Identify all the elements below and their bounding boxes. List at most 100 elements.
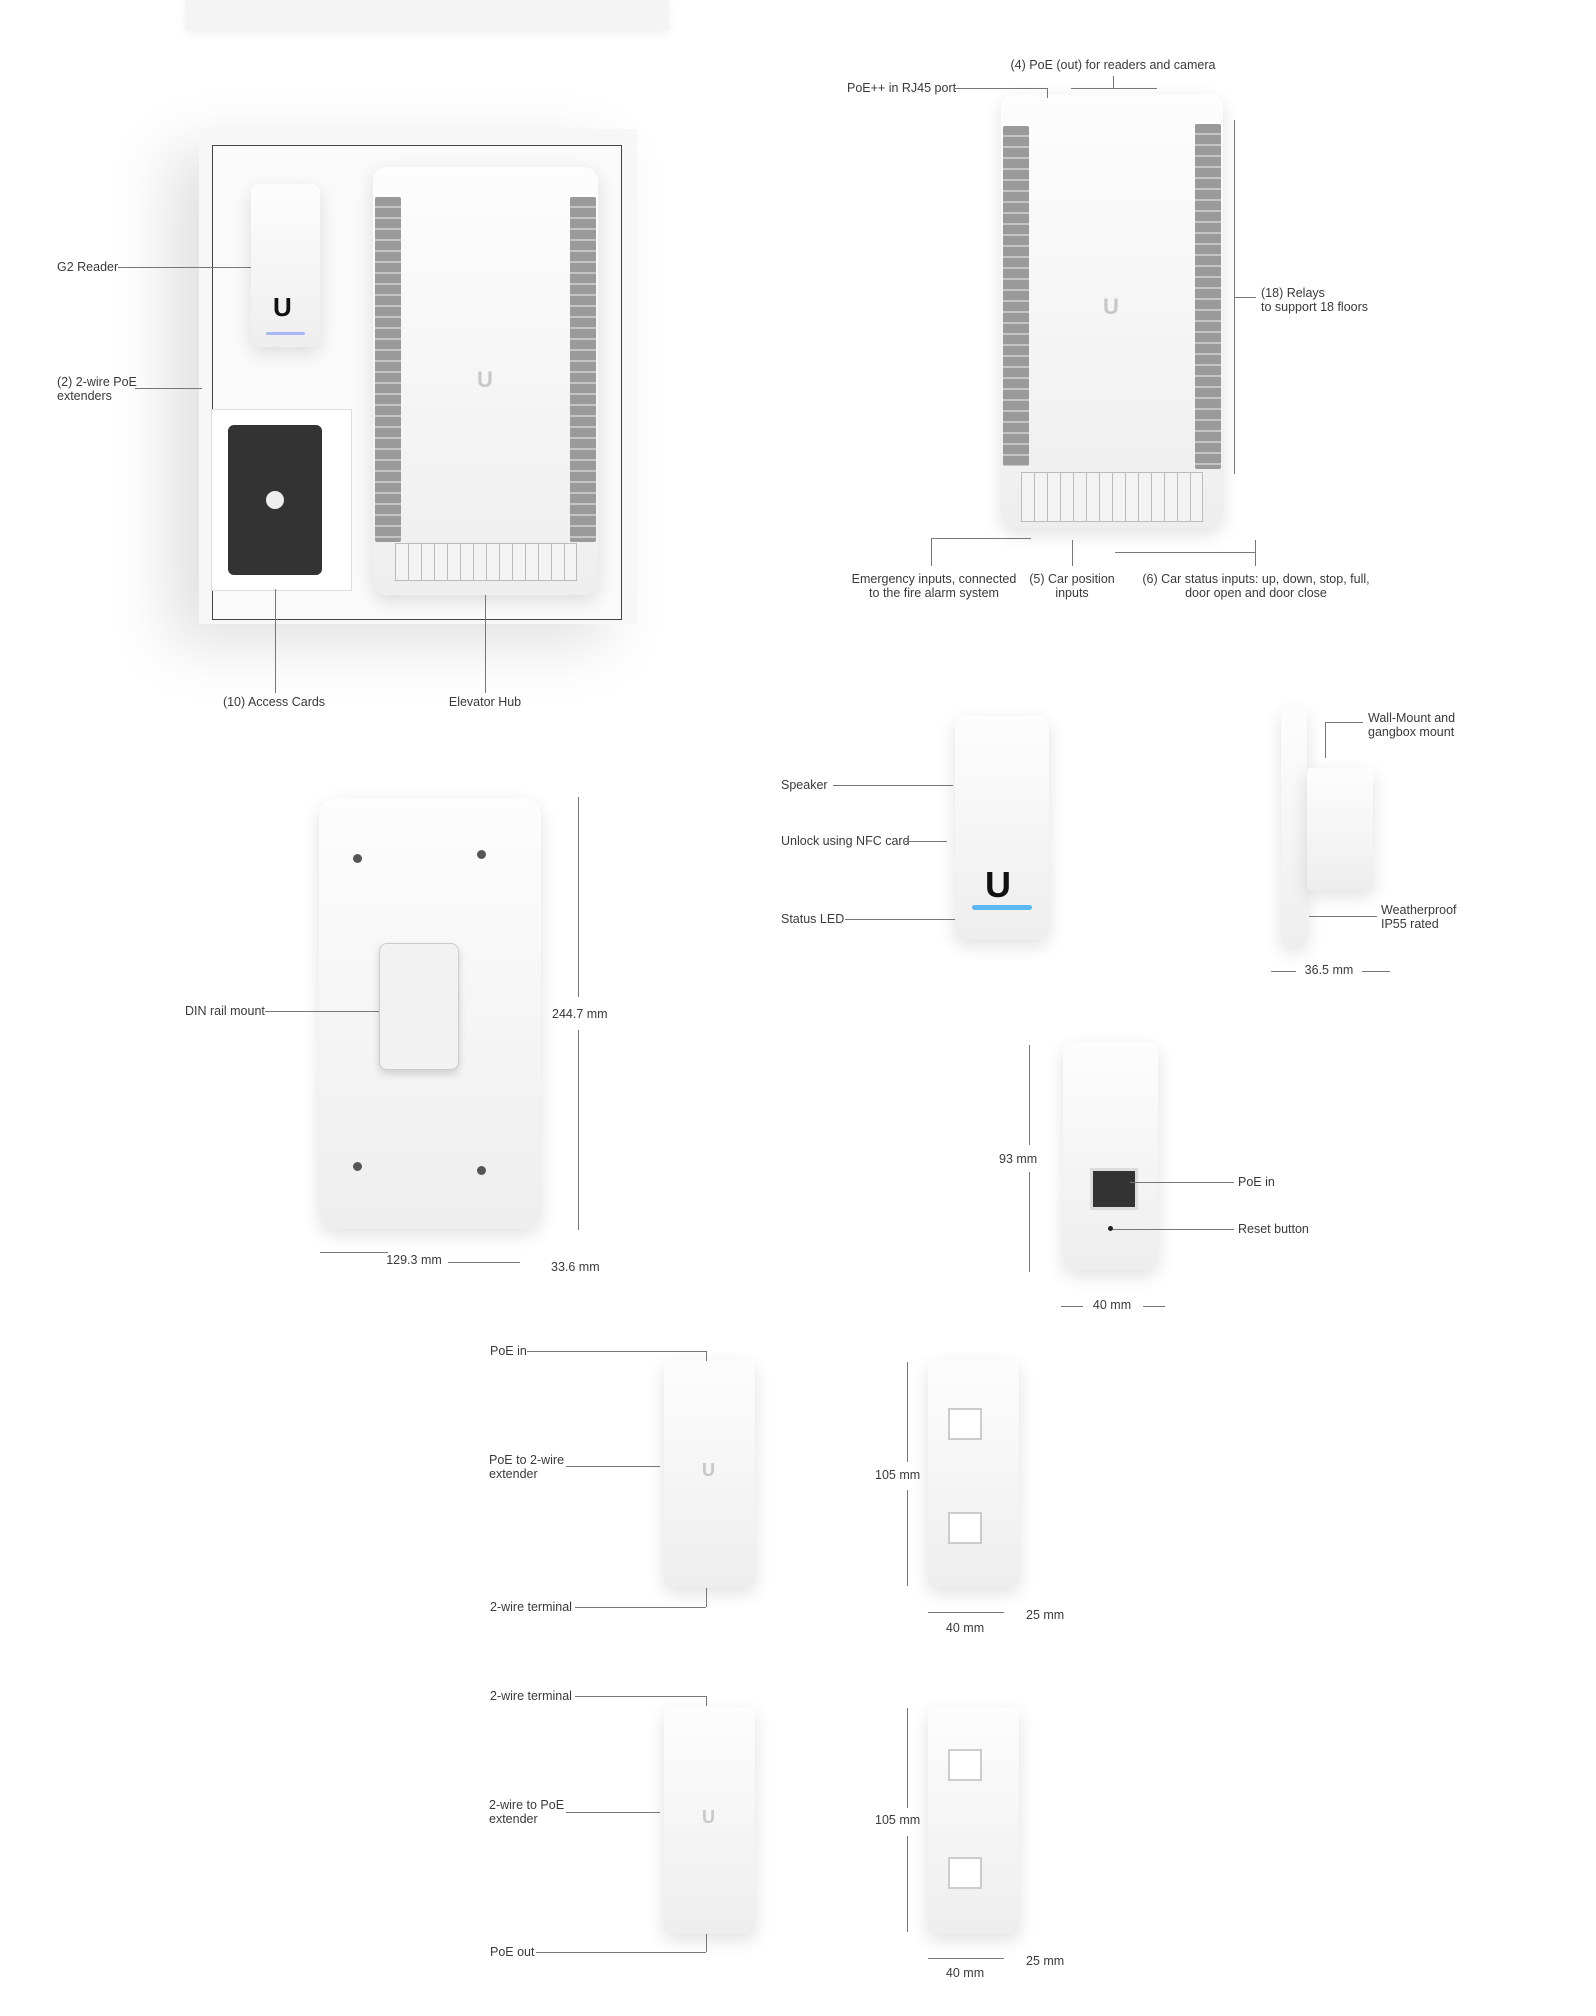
label-line: gangbox mount	[1368, 725, 1455, 739]
label-poe-out: PoE out	[490, 1945, 535, 1959]
logo: U	[273, 292, 292, 322]
label-line: (2) 2-wire PoE	[57, 375, 137, 389]
leader-line	[1071, 88, 1157, 89]
leader-line	[845, 919, 955, 920]
leader-line	[485, 595, 486, 693]
leader-line	[1115, 552, 1255, 553]
leader-line	[527, 1351, 706, 1352]
label-line: (5) Car position	[1029, 572, 1115, 586]
left-terminals	[1003, 126, 1029, 466]
leader-line	[566, 1812, 660, 1813]
leader-line	[1234, 297, 1256, 298]
left-terminals	[375, 197, 401, 542]
bottom-terminals	[395, 543, 577, 581]
leader-line	[275, 589, 276, 693]
logo: U	[1103, 294, 1119, 319]
din-rail-clip	[379, 943, 459, 1070]
dimension-width: 40 mm	[945, 1966, 985, 1980]
label-line: PoE to 2-wire	[489, 1453, 565, 1467]
leader-line	[955, 88, 1047, 89]
leader-line	[907, 1708, 908, 1808]
leader-line	[1255, 540, 1256, 566]
leader-line	[905, 841, 947, 842]
label-poe-out: (4) PoE (out) for readers and camera	[1010, 58, 1216, 72]
box-lid	[185, 0, 669, 30]
dimension-depth: 33.6 mm	[551, 1260, 600, 1274]
label-access-cards: (10) Access Cards	[222, 695, 326, 709]
leader-line	[1113, 1229, 1234, 1230]
mounting-hole	[477, 850, 486, 859]
leader-line	[1130, 1182, 1234, 1183]
leader-line	[265, 1011, 379, 1012]
leader-line	[566, 1466, 660, 1467]
leader-line	[907, 1490, 908, 1586]
leader-line	[448, 1262, 520, 1263]
leader-line	[1143, 1306, 1165, 1307]
reset-button[interactable]	[1108, 1226, 1113, 1231]
leader-line	[135, 388, 202, 389]
leader-line	[1325, 722, 1326, 758]
leader-line	[706, 1934, 707, 1952]
leader-line	[1072, 540, 1073, 566]
g2-reader-front: U	[955, 716, 1049, 940]
dimension-width: 40 mm	[945, 1621, 985, 1635]
dimension-depth: 36.5 mm	[1304, 963, 1354, 977]
mounting-hole	[353, 854, 362, 863]
label-line: extenders	[57, 389, 112, 403]
leader-line	[1029, 1045, 1030, 1145]
label-din-rail: DIN rail mount	[185, 1004, 265, 1018]
elevator-hub-back	[319, 798, 541, 1229]
leader-line	[931, 538, 932, 566]
leader-line	[931, 538, 1031, 539]
label-line: Wall-Mount and	[1368, 711, 1456, 725]
leader-line	[928, 1612, 1004, 1613]
leader-line	[907, 1362, 908, 1462]
logo: U	[477, 367, 493, 392]
label-speaker: Speaker	[781, 778, 828, 792]
g2-reader-side	[1281, 709, 1307, 946]
card-logo-icon	[266, 491, 284, 509]
label-poe-in: PoE in	[1238, 1175, 1275, 1189]
leader-line	[1061, 1306, 1083, 1307]
2wire-to-poe-extender-front: U	[664, 1707, 755, 1934]
label-line: Weatherproof	[1381, 903, 1457, 917]
label-car-status: (6) Car status inputs: up, down, stop, f…	[1142, 572, 1369, 600]
label-line: to support 18 floors	[1261, 300, 1369, 314]
leader-line	[536, 1952, 706, 1953]
label-status-led: Status LED	[781, 912, 845, 926]
dimension-depth: 25 mm	[1026, 1608, 1065, 1622]
logo: U	[985, 864, 1011, 905]
g2-reader-back	[1063, 1042, 1158, 1270]
mounting-hole	[353, 1162, 362, 1171]
logo: U	[702, 1460, 715, 1480]
mount-plate-side	[1307, 768, 1373, 890]
elevator-hub-in-box: U	[373, 167, 598, 595]
leader-line	[1325, 722, 1363, 723]
label-g2-reader: G2 Reader	[57, 260, 119, 274]
label-line: extender	[489, 1812, 538, 1826]
poe-to-2wire-extender-back	[928, 1360, 1019, 1587]
status-led	[266, 332, 305, 335]
leader-line	[1362, 971, 1390, 972]
dimension-height: 105 mm	[875, 1468, 921, 1482]
mounting-hole	[477, 1166, 486, 1175]
leader-line	[1113, 76, 1114, 88]
ethernet-port	[1090, 1168, 1138, 1210]
leader-line	[320, 1252, 388, 1253]
leader-line	[706, 1696, 707, 1706]
label-poe-in: PoE++ in RJ45 port	[847, 81, 957, 95]
label-2wire-terminal: 2-wire terminal	[490, 1600, 572, 1614]
label-line: to the fire alarm system	[869, 586, 999, 600]
2wire-to-poe-extender-back	[928, 1707, 1019, 1934]
label-line: Emergency inputs, connected	[851, 572, 1017, 586]
leader-line	[706, 1351, 707, 1361]
g2-reader-in-box: U	[251, 184, 320, 347]
